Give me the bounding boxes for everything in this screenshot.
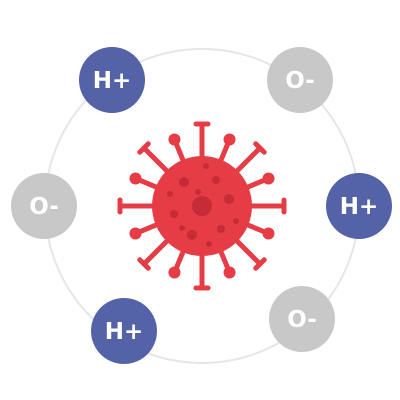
ion-circle <box>267 47 333 113</box>
virus-spike <box>232 145 263 176</box>
virus-spike-tip <box>262 172 275 185</box>
ion-circle <box>91 298 157 364</box>
virus-spot <box>233 218 239 224</box>
virus-spot <box>192 196 212 216</box>
virus-spike-tip <box>168 133 181 146</box>
virus-spike-tip <box>253 257 267 271</box>
virus-spike <box>141 236 172 267</box>
virus-spot <box>203 163 209 169</box>
virus-spot <box>167 191 173 197</box>
virus-spike-tip <box>253 141 267 155</box>
ion-o-minus: O- <box>11 173 77 239</box>
virus-spot <box>195 189 201 195</box>
virus-spot <box>224 194 234 204</box>
virus-spot <box>217 225 225 233</box>
ion-h-plus: H+ <box>79 47 145 113</box>
ion-o-minus: O- <box>267 47 333 113</box>
ion-circle <box>11 173 77 239</box>
virus-spike <box>232 236 263 267</box>
ion-label: H+ <box>105 319 144 345</box>
ion-h-plus: H+ <box>91 298 157 364</box>
ion-circle <box>269 286 335 352</box>
ion-h-plus: H+ <box>326 173 392 239</box>
virus-spike <box>141 145 172 176</box>
virus-spike-tip <box>262 227 275 240</box>
virus-spike-tip <box>223 133 236 146</box>
virus-spike-tip <box>223 266 236 279</box>
ion-circle <box>326 173 392 239</box>
ion-label: H+ <box>93 68 132 94</box>
virus-spot <box>212 176 220 184</box>
ion-label: O- <box>285 68 315 94</box>
ion-label: O- <box>29 194 59 220</box>
virus-spike-tip <box>137 141 151 155</box>
virus-spot <box>170 210 178 218</box>
virus-spot <box>179 177 189 187</box>
virus-spike-tip <box>129 172 142 185</box>
ion-o-minus: O- <box>269 286 335 352</box>
virus-spot <box>187 230 197 240</box>
virus-spot <box>206 241 212 247</box>
virus-spike-tip <box>168 266 181 279</box>
ion-label: H+ <box>340 194 379 220</box>
ion-label: O- <box>287 307 317 333</box>
virus-spike-tip <box>129 227 142 240</box>
virus-spike-tip <box>137 257 151 271</box>
virus-spot <box>179 225 185 231</box>
ion-circle <box>79 47 145 113</box>
virus-icon <box>117 121 287 291</box>
